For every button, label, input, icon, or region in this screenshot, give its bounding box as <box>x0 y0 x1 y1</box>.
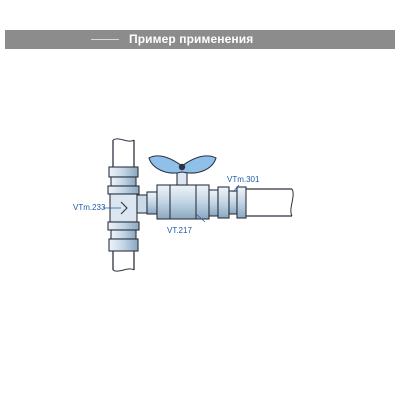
compression-fitting <box>217 186 247 219</box>
vertical-pipe-bottom <box>112 250 135 272</box>
page-title: Пример применения <box>129 32 254 46</box>
tee-label: VTm.233 <box>73 203 106 212</box>
fitting-label: VTm.301 <box>227 175 260 184</box>
valve-label: VT.217 <box>167 226 192 235</box>
vertical-pipe-top <box>112 138 135 168</box>
tee-fitting <box>107 166 148 252</box>
header-divider <box>91 39 119 40</box>
fitting-leader <box>232 184 240 193</box>
ball-valve <box>146 169 219 220</box>
horizontal-pipe <box>244 188 294 217</box>
header-bar: Пример применения <box>5 30 395 49</box>
valve-leader <box>195 213 206 223</box>
butterfly-handle-icon <box>148 155 217 174</box>
